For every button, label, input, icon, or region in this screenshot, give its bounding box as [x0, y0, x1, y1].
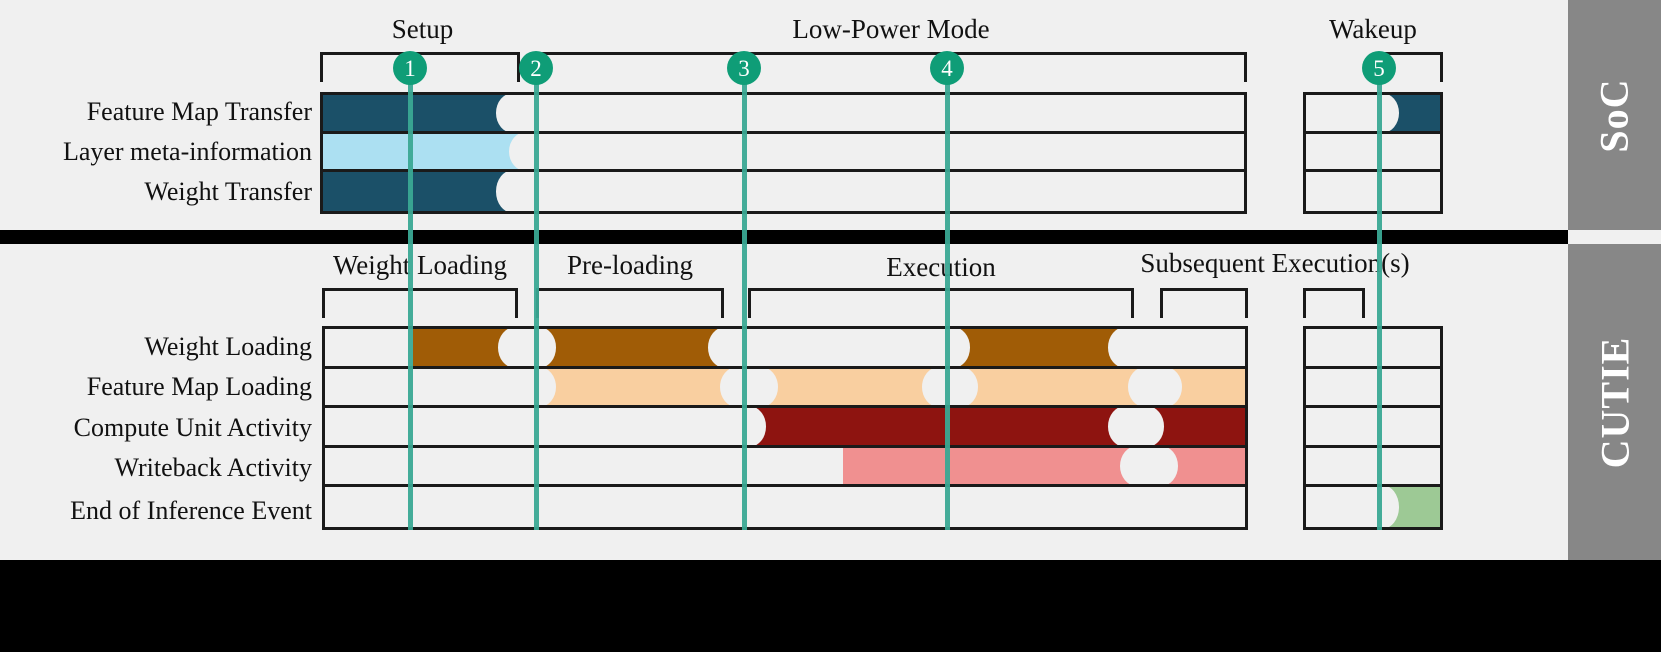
- marker-line-1: [408, 84, 413, 530]
- waveform-row: [325, 487, 1245, 527]
- marker-badge-3[interactable]: 3: [727, 51, 761, 85]
- waveform-row: [1306, 408, 1440, 448]
- waveform-row: [323, 172, 1244, 211]
- wave-cap-right: [1108, 329, 1142, 366]
- waveform-segment: [1365, 487, 1440, 527]
- side-tab-cutie-label: CUTIE: [1592, 336, 1638, 468]
- waveform-segment: [1130, 408, 1245, 445]
- waveform-segment: [944, 368, 1162, 406]
- waveform-segment: [1148, 368, 1245, 406]
- row-label-end-of-inference-event: End of Inference Event: [70, 496, 312, 525]
- marker-line-2: [534, 84, 539, 530]
- waveform-segment: [1144, 447, 1245, 485]
- wave-cap-left: [732, 408, 766, 445]
- wave-cap-left: [1130, 408, 1164, 445]
- wave-cap-left: [1144, 447, 1178, 485]
- waveform-segment: [323, 95, 530, 131]
- marker-line-5: [1377, 84, 1382, 530]
- bottom-bar: [0, 560, 1661, 652]
- row-label-feature-map-loading: Feature Map Loading: [86, 372, 312, 401]
- waveform-row: [1306, 134, 1440, 173]
- waveform-segment: [413, 329, 532, 366]
- bracket-subsequent-1: [1160, 288, 1248, 318]
- marker-line-3: [742, 84, 747, 530]
- row-label-writeback-activity: Writeback Activity: [114, 453, 312, 482]
- phase-caption-pre-loading: Pre-loading: [567, 250, 693, 280]
- waveform-row: [325, 408, 1245, 448]
- wave-cap-left: [1365, 487, 1399, 527]
- soc-waveform-panel-wakeup: [1303, 92, 1443, 214]
- marker-badge-1[interactable]: 1: [393, 51, 427, 85]
- waveform-row: [325, 447, 1245, 488]
- bracket-pre-loading: [536, 288, 724, 318]
- waveform-row: [325, 329, 1245, 369]
- waveform-segment: [522, 329, 742, 366]
- soc-waveform-panel-main: [320, 92, 1247, 214]
- marker-badge-2[interactable]: 2: [519, 51, 553, 85]
- wave-cap-left: [744, 368, 778, 406]
- cutie-waveform-panel-subsequent: [1303, 326, 1443, 530]
- row-label-compute-unit-activity: Compute Unit Activity: [73, 413, 312, 442]
- bracket-low-power-mode: [532, 52, 1247, 82]
- waveform-row: [1306, 329, 1440, 369]
- bracket-execution: [748, 288, 1134, 318]
- side-tab-soc: SoC: [1568, 0, 1661, 230]
- waveform-segment: [744, 368, 956, 406]
- wave-cap-left: [936, 329, 970, 366]
- wave-cap-right: [496, 172, 530, 211]
- waveform-row: [1306, 369, 1440, 409]
- phase-caption-execution: Execution: [886, 252, 996, 282]
- wave-cap-left: [1365, 95, 1399, 131]
- waveform-row: [1306, 95, 1440, 134]
- wave-cap-right: [708, 329, 742, 366]
- waveform-row: [1306, 487, 1440, 527]
- row-label-weight-loading: Weight Loading: [144, 332, 312, 361]
- waveform-segment: [522, 368, 754, 406]
- wave-cap-left: [1148, 368, 1182, 406]
- waveform-row: [1306, 172, 1440, 211]
- waveform-row: [325, 368, 1245, 409]
- section-divider: [0, 230, 1568, 244]
- phase-caption-low-power-mode: Low-Power Mode: [792, 14, 990, 44]
- waveform-segment: [843, 447, 1154, 485]
- phase-caption-subsequent-executions: Subsequent Execution(s): [1140, 248, 1410, 278]
- cutie-waveform-panel-main: [322, 326, 1248, 530]
- phase-caption-wakeup: Wakeup: [1329, 14, 1417, 44]
- waveform-row: [323, 95, 1244, 134]
- phase-caption-setup: Setup: [391, 14, 454, 44]
- phase-caption-weight-loading: Weight Loading: [332, 250, 508, 280]
- side-tab-soc-label: SoC: [1591, 77, 1637, 153]
- bracket-subsequent-2: [1303, 288, 1365, 318]
- waveform-segment: [732, 408, 1142, 445]
- row-label-weight-transfer: Weight Transfer: [144, 177, 312, 206]
- row-label-feature-map-transfer: Feature Map Transfer: [86, 97, 312, 126]
- waveform-segment: [323, 133, 543, 170]
- bracket-weight-loading: [322, 288, 518, 318]
- wave-cap-right: [496, 95, 530, 131]
- waveform-segment: [323, 172, 530, 211]
- waveform-row: [323, 133, 1244, 173]
- marker-badge-5[interactable]: 5: [1362, 51, 1396, 85]
- wave-cap-left: [522, 368, 556, 406]
- waveform-segment: [936, 329, 1142, 366]
- side-tab-cutie: CUTIE: [1568, 244, 1661, 560]
- row-label-layer-meta-information: Layer meta-information: [62, 137, 312, 166]
- waveform-row: [1306, 448, 1440, 488]
- waveform-segment: [1365, 95, 1440, 131]
- marker-badge-4[interactable]: 4: [930, 51, 964, 85]
- marker-line-4: [945, 84, 950, 530]
- wave-cap-left: [522, 329, 556, 366]
